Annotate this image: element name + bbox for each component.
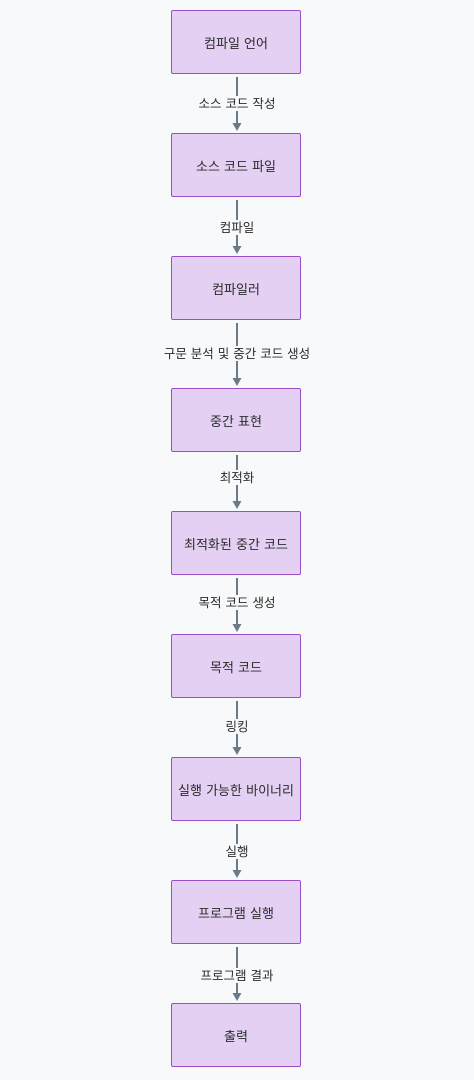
node-label: 컴파일 언어 xyxy=(204,36,268,52)
edge-label-compile: 컴파일 xyxy=(0,220,474,236)
node-source-file: 소스 코드 파일 xyxy=(171,133,301,197)
node-label: 실행 가능한 바이너리 xyxy=(178,783,294,799)
node-output: 출력 xyxy=(171,1003,301,1067)
edge-label-parse-generate: 구문 분석 및 중간 코드 생성 xyxy=(0,346,474,362)
edge-label-program-result: 프로그램 결과 xyxy=(0,968,474,984)
edge-label-execute: 실행 xyxy=(0,844,474,860)
arrow-head xyxy=(232,123,242,131)
edge-label-linking: 링킹 xyxy=(0,719,474,735)
arrow-head xyxy=(232,993,242,1001)
node-executable-binary: 실행 가능한 바이너리 xyxy=(171,757,301,821)
arrow-head xyxy=(232,378,242,386)
node-compiler: 컴파일러 xyxy=(171,256,301,320)
node-label: 소스 코드 파일 xyxy=(195,159,277,175)
arrow-head xyxy=(232,747,242,755)
node-object-code: 목적 코드 xyxy=(171,634,301,698)
node-intermediate-representation: 중간 표현 xyxy=(171,388,301,452)
node-label: 최적화된 중간 코드 xyxy=(184,537,288,553)
arrow-head xyxy=(232,246,242,254)
node-compiled-language: 컴파일 언어 xyxy=(171,10,301,74)
node-label: 출력 xyxy=(224,1029,248,1045)
edge-label-optimize: 최적화 xyxy=(0,470,474,486)
node-program-execution: 프로그램 실행 xyxy=(171,880,301,944)
node-optimized-intermediate-code: 최적화된 중간 코드 xyxy=(171,511,301,575)
arrow-head xyxy=(232,624,242,632)
node-label: 중간 표현 xyxy=(210,414,262,430)
edge-label-write-source: 소스 코드 작성 xyxy=(0,96,474,112)
arrow-head xyxy=(232,501,242,509)
arrow-head xyxy=(232,870,242,878)
node-label: 컴파일러 xyxy=(212,282,260,298)
node-label: 목적 코드 xyxy=(210,660,262,676)
node-label: 프로그램 실행 xyxy=(198,906,274,922)
edge-label-object-code-gen: 목적 코드 생성 xyxy=(0,595,474,611)
